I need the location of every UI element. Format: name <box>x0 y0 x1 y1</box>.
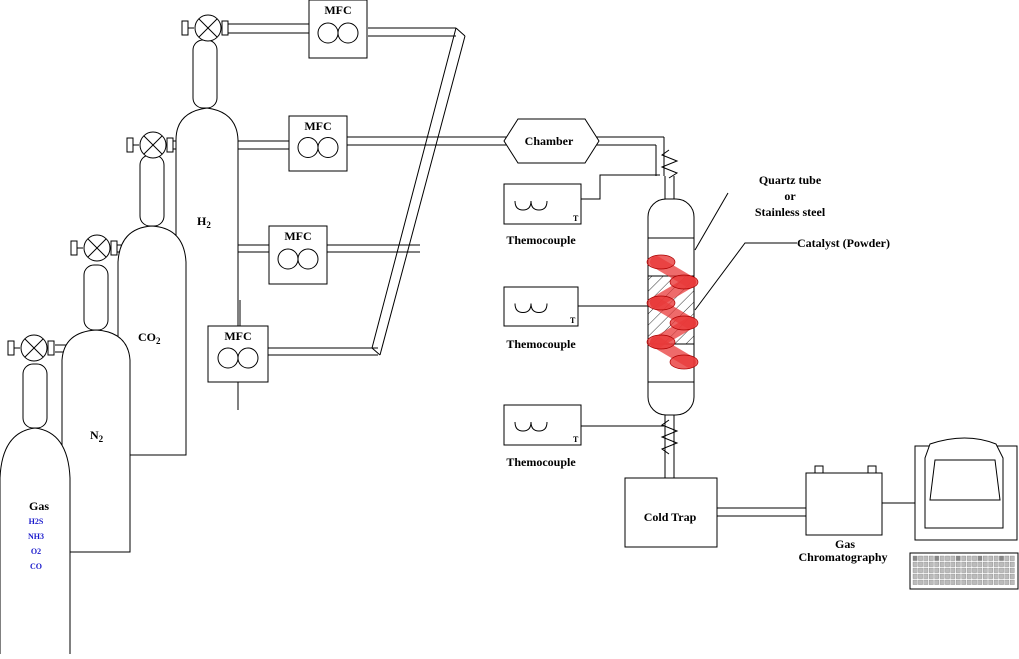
gas-item-0: H2S <box>29 517 44 526</box>
gc-label-2: Chromatography <box>798 550 887 564</box>
valve-icon <box>126 131 174 159</box>
mfc-label: MFC <box>324 3 351 17</box>
keyboard-keys <box>912 555 1015 585</box>
spring-bottom <box>660 419 679 455</box>
thermo-tag: T <box>570 316 576 325</box>
heater-loop <box>646 295 676 311</box>
gas-chromatograph: Gas Chromatography <box>798 465 888 564</box>
reactor-label-2: or <box>784 189 796 203</box>
heater-loop <box>669 354 699 370</box>
mfc-label: MFC <box>224 329 251 343</box>
thermo-tag: T <box>573 435 579 444</box>
chamber-label: Chamber <box>525 134 574 148</box>
n2-label: N2 <box>90 428 104 444</box>
mfc-1: MFC <box>308 0 368 59</box>
thermo-wave-icon <box>514 303 548 314</box>
mfc-2: MFC <box>288 115 348 172</box>
reactor-label-1: Quartz tube <box>759 173 822 187</box>
thermocouple-3: T Themocouple <box>503 404 582 469</box>
heater-loop <box>646 334 676 350</box>
chamber: Chamber <box>503 118 600 164</box>
thermocouple-label: Themocouple <box>506 233 576 247</box>
thermo-wave-icon <box>514 421 548 432</box>
spring-top <box>660 149 679 179</box>
heater-loop <box>669 315 699 331</box>
mfc-label: MFC <box>284 229 311 243</box>
gas-label: Gas <box>29 499 49 513</box>
co2-label: CO2 <box>138 330 161 346</box>
mfc-units: MFC MFC MFC MFC <box>207 0 368 383</box>
cold-trap: Cold Trap <box>624 477 718 548</box>
valve-icon <box>7 334 55 362</box>
thermocouple-2: T Themocouple <box>503 286 579 351</box>
valve-icon <box>181 14 229 42</box>
gc-label-1: Gas <box>835 537 855 551</box>
gas-item-2: O2 <box>31 547 41 556</box>
reactor <box>646 198 699 416</box>
valves <box>7 14 229 362</box>
mfc-label: MFC <box>304 119 331 133</box>
gas-item-3: CO <box>30 562 42 571</box>
reactor-label-3: Stainless steel <box>755 205 826 219</box>
cylinder-co2: CO2 <box>117 154 187 456</box>
valve-icon <box>70 234 118 262</box>
heater-loop <box>669 274 699 290</box>
thermocouple-label: Themocouple <box>506 455 576 469</box>
h2-label: H2 <box>197 214 211 230</box>
heater-coil <box>646 254 699 370</box>
catalyst-label: Catalyst (Powder) <box>797 236 890 250</box>
thermocouple-1: T Themocouple <box>503 183 582 247</box>
mfc-4: MFC <box>207 325 269 383</box>
heater-loop <box>646 254 676 270</box>
gas-item-1: NH3 <box>28 532 44 541</box>
thermo-tag: T <box>573 214 579 223</box>
thermocouple-label: Themocouple <box>506 337 576 351</box>
mfc-3: MFC <box>268 225 328 285</box>
computer <box>909 437 1019 590</box>
cylinder-n2: N2 <box>61 264 131 553</box>
cold-trap-label: Cold Trap <box>644 510 697 524</box>
thermo-wave-icon <box>514 200 548 211</box>
